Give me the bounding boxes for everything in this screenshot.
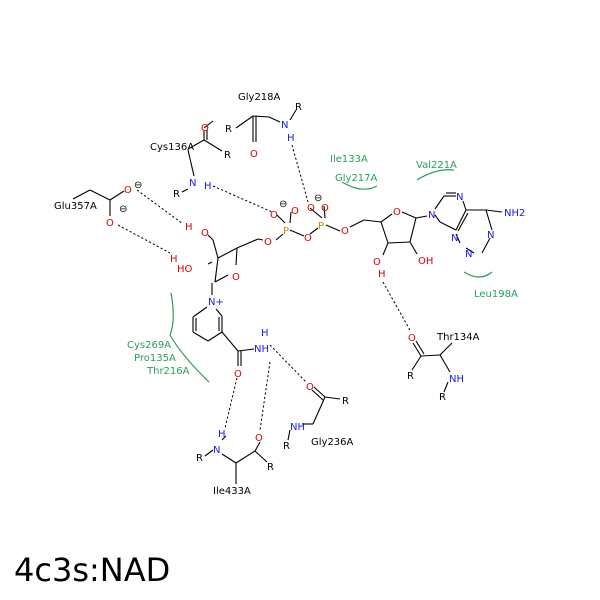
ligand-nad [192,192,503,366]
atom-p: P [283,226,289,237]
label-leu198: Leu198A [474,289,518,300]
atom-labels: O R O N H R R N H R O ⊖ O ⊖ H O H HO O O… [106,102,525,473]
atom-o: O [341,226,349,237]
arc-ile133-gly217 [341,181,378,190]
atom-n: N [451,233,458,244]
atom-o: O [307,203,315,214]
atom-o: O [234,369,242,380]
atom-o: O [291,206,299,217]
atom-charge: ⊖ [314,193,322,204]
atom-h: H [261,328,269,339]
atom-nh: NH [254,344,269,355]
label-gly236: Gly236A [311,437,354,448]
atom-n: N [456,192,463,203]
residue-labels: Gly218A Cys136A Glu357A Ile133A Gly217A … [54,92,518,497]
label-ile133: Ile133A [330,154,368,165]
atom-r: R [342,396,349,407]
atom-n: N [281,120,288,131]
atom-o: O [201,228,209,239]
atom-o: O [201,123,209,134]
atom-r: R [295,102,302,113]
atom-r: R [224,150,231,161]
atom-o: O [321,203,329,214]
atom-charge: ⊖ [279,199,287,210]
atom-nh: NH [290,422,305,433]
atom-o: O [106,218,114,229]
label-cys136: Cys136A [150,142,194,153]
hydrophobic-contacts [169,169,493,383]
atom-n: N [189,178,196,189]
atom-ho: HO [177,264,193,275]
arc-cys269-pro135-thr216 [169,292,210,383]
atom-h: H [185,222,193,233]
residue-gly236 [287,386,341,441]
atom-o: O [250,149,258,160]
residue-thr134 [411,340,453,393]
atom-o: O [373,257,381,268]
residue-gly218 [235,109,297,142]
atom-o: O [264,237,272,248]
label-cys269: Cys269A [127,340,171,351]
atom-h: H [378,269,386,280]
atom-n: N [428,210,435,221]
hbond-glu357-a [136,189,184,225]
atom-r: R [225,124,232,135]
label-thr216: Thr216A [146,366,190,377]
hbond-gly236 [269,344,307,383]
label-ile433: Ile433A [213,486,251,497]
label-gly217: Gly217A [335,173,378,184]
atom-r: R [283,441,290,452]
hbond-cys136 [212,185,273,213]
atom-r: R [407,371,414,382]
atom-r: R [439,392,446,403]
residue-glu357 [72,189,125,216]
residue-cys136 [181,120,223,193]
atom-n-plus: N+ [208,297,224,308]
hbond-glu357-b [117,224,171,254]
atom-n: N [487,230,494,241]
atom-o: O [304,233,312,244]
hbond-thr134 [382,281,412,333]
atom-charge: ⊖ [119,204,127,215]
atom-oh: OH [418,256,433,267]
atom-o: O [255,433,263,444]
atom-h: H [204,181,212,192]
atom-n: N [213,445,220,456]
residue-ile433 [204,435,268,484]
atom-charge: ⊖ [134,180,142,191]
hydrogen-bonds [117,144,412,431]
atom-n: N [465,249,472,260]
atom-h: H [218,429,226,440]
atom-o: O [393,207,401,218]
atom-o: O [408,333,416,344]
atom-o: O [306,382,314,393]
label-gly218: Gly218A [238,92,281,103]
atom-p: P [318,221,324,232]
hbond-gly218 [291,144,309,203]
atom-r: R [196,453,203,464]
hbond-ile433-a [224,377,238,429]
label-val221: Val221A [416,160,457,171]
arc-leu198 [463,271,493,278]
atom-nh2: NH2 [504,208,525,219]
label-thr134: Thr134A [436,332,480,343]
atom-nh: NH [449,374,464,385]
atom-r: R [267,462,274,473]
label-pro135: Pro135A [134,353,176,364]
atom-h: H [287,133,295,144]
atom-h: H [170,254,178,265]
atom-o: O [232,272,240,283]
hbond-ile433-b [259,361,271,431]
label-glu357: Glu357A [54,201,97,212]
page-title: 4c3s:NAD [14,551,171,589]
atom-o: O [124,185,132,196]
arc-val221 [416,169,455,181]
atom-r: R [173,189,180,200]
atom-o: O [270,210,278,221]
